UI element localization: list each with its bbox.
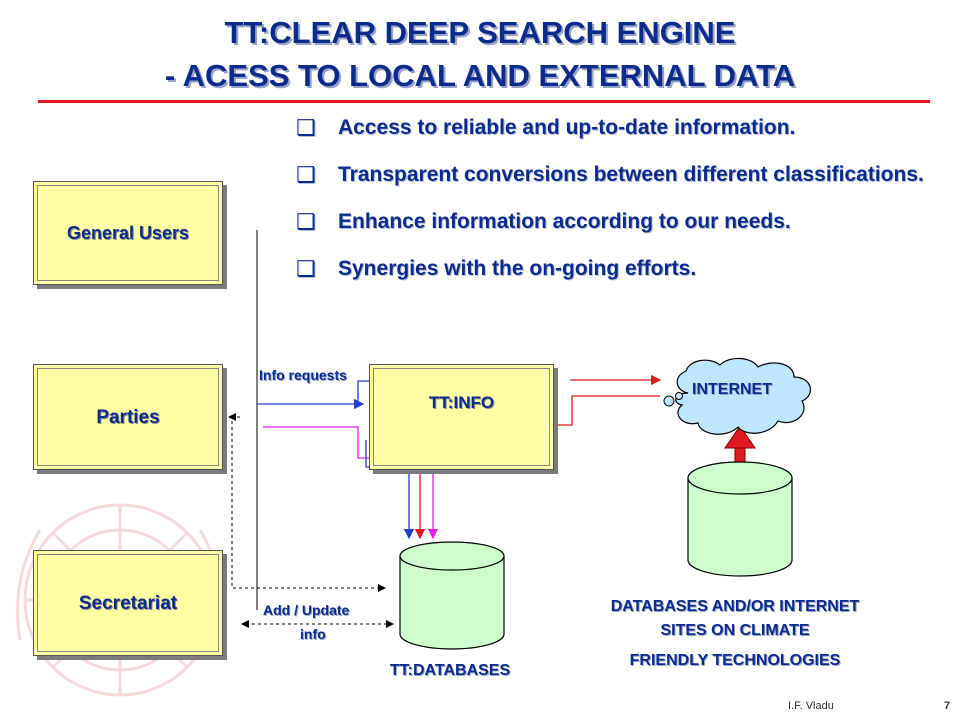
bullet-item: ❑ Transparent conversions between differ… <box>290 161 940 188</box>
page-title-line2: - ACESS TO LOCAL AND EXTERNAL DATA <box>164 58 796 93</box>
checkbox-bullet-icon: ❑ <box>296 116 316 141</box>
tt-info-box: TT:INFO <box>369 364 554 470</box>
bullet-text: Access to reliable and up-to-date inform… <box>338 116 796 139</box>
bullet-list: ❑ Access to reliable and up-to-date info… <box>290 114 940 302</box>
general-users-box: General Users <box>33 181 223 285</box>
parties-box: Parties <box>33 364 223 470</box>
bullet-item: ❑ Access to reliable and up-to-date info… <box>290 114 940 141</box>
tt-databases-icon <box>399 541 505 650</box>
external-db-caption-line1: DATABASES AND/OR INTERNET <box>610 598 860 615</box>
checkbox-bullet-icon: ❑ <box>296 257 316 282</box>
secretariat-box: Secretariat <box>33 550 223 656</box>
internet-cloud-icon <box>663 357 811 435</box>
checkbox-bullet-icon: ❑ <box>296 163 316 188</box>
external-db-caption-line3: FRIENDLY TECHNOLOGIES <box>629 652 841 669</box>
general-users-label: General Users <box>66 223 190 243</box>
parties-label: Parties <box>96 407 160 428</box>
external-database-icon <box>687 461 793 577</box>
bullet-text: Enhance information according to our nee… <box>338 210 791 233</box>
bullet-item: ❑ Enhance information according to our n… <box>290 208 940 235</box>
external-db-caption: DATABASES AND/OR INTERNET SITES ON CLIMA… <box>540 592 930 676</box>
page-title-line1: TT:CLEAR DEEP SEARCH ENGINE <box>224 15 736 50</box>
internet-label: INTERNET <box>692 381 772 398</box>
footer-author: I.F. Vladu <box>788 700 834 712</box>
info-requests-label: Info requests <box>259 367 347 383</box>
tt-databases-caption: TT:DATABASES <box>389 662 511 679</box>
checkbox-bullet-icon: ❑ <box>296 210 316 235</box>
info-label: info <box>300 626 326 642</box>
add-update-label: Add / Update <box>263 602 350 618</box>
bullet-text: Synergies with the on-going efforts. <box>338 257 697 280</box>
tt-info-label: TT:INFO <box>428 393 495 412</box>
bullet-item: ❑ Synergies with the on-going efforts. <box>290 255 940 282</box>
secretariat-label: Secretariat <box>78 593 178 614</box>
title-underline <box>38 100 930 103</box>
parties-dashed-arrow <box>231 416 386 592</box>
parties-to-db-magenta-arrow <box>263 426 439 540</box>
external-db-caption-line2: SITES ON CLIMATE <box>660 622 810 639</box>
bullet-text: Transparent conversions between differen… <box>338 163 924 186</box>
footer-page-number: 7 <box>944 700 951 712</box>
